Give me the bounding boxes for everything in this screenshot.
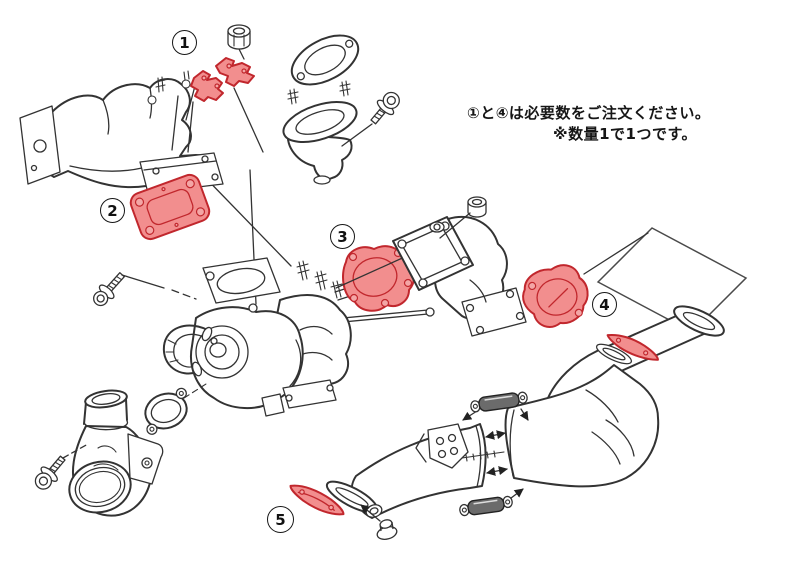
turbine-outlet-flange [282, 379, 337, 409]
pipe-end-flange [673, 305, 725, 337]
compressor-inlet-elbow [68, 389, 164, 517]
turbo-mount-bolt [93, 272, 125, 307]
turbocharger [162, 257, 435, 417]
heat-shield [415, 423, 505, 469]
bolt-leader-line [341, 123, 373, 147]
inlet-flange-gasket [290, 34, 360, 86]
background-panel-outline [596, 227, 748, 333]
coolant-hose [162, 324, 213, 377]
inlet-elbow-bolt [34, 455, 66, 490]
oil-drain [261, 393, 285, 417]
spring-bolt-top [470, 391, 528, 413]
order-note-line2: ※数量1で1つです。 [553, 125, 697, 143]
flange-bolt-washer [360, 504, 398, 540]
spring-bolt-bottom [459, 495, 513, 517]
front-downpipe [350, 423, 505, 519]
gasket-axis-line [183, 383, 207, 399]
part4-gasket-on-pipe [606, 333, 659, 361]
callout-1: 1 [172, 30, 197, 55]
inlet-studs [287, 80, 351, 105]
part2-manifold-gasket [129, 173, 211, 241]
manifold-studs [147, 70, 191, 105]
callout-3: 3 [330, 224, 355, 249]
order-note-line1: ①と④は必要数をご注文ください。 [467, 104, 711, 122]
callout-2: 2 [100, 198, 125, 223]
turbo-inlet-elbow [282, 80, 358, 185]
mounting-bolt-top [370, 91, 400, 125]
rear-downpipe-elbow [504, 364, 660, 488]
part4-flange-gasket [522, 264, 589, 328]
bolt-leader-solid [121, 274, 165, 289]
elbow-nut [467, 196, 487, 218]
part3-outlet-gasket [342, 245, 415, 312]
outlet-elbow [392, 216, 527, 337]
part1-heatshield-clips [190, 57, 255, 102]
nut-leader-line [439, 212, 471, 239]
part5-front-pipe-gasket [289, 484, 345, 516]
callout-5: 5 [267, 506, 294, 533]
bolt-axis-line [62, 443, 89, 459]
bolt-leader-dashed [171, 289, 197, 300]
flange-washer [595, 343, 633, 365]
turbo-studs [296, 260, 343, 299]
callout-4: 4 [592, 292, 617, 317]
elbow-rear-flange [461, 287, 527, 337]
flange-nut [227, 24, 251, 50]
inlet-ring-gasket [144, 387, 188, 435]
exhaust-manifold [19, 70, 224, 194]
